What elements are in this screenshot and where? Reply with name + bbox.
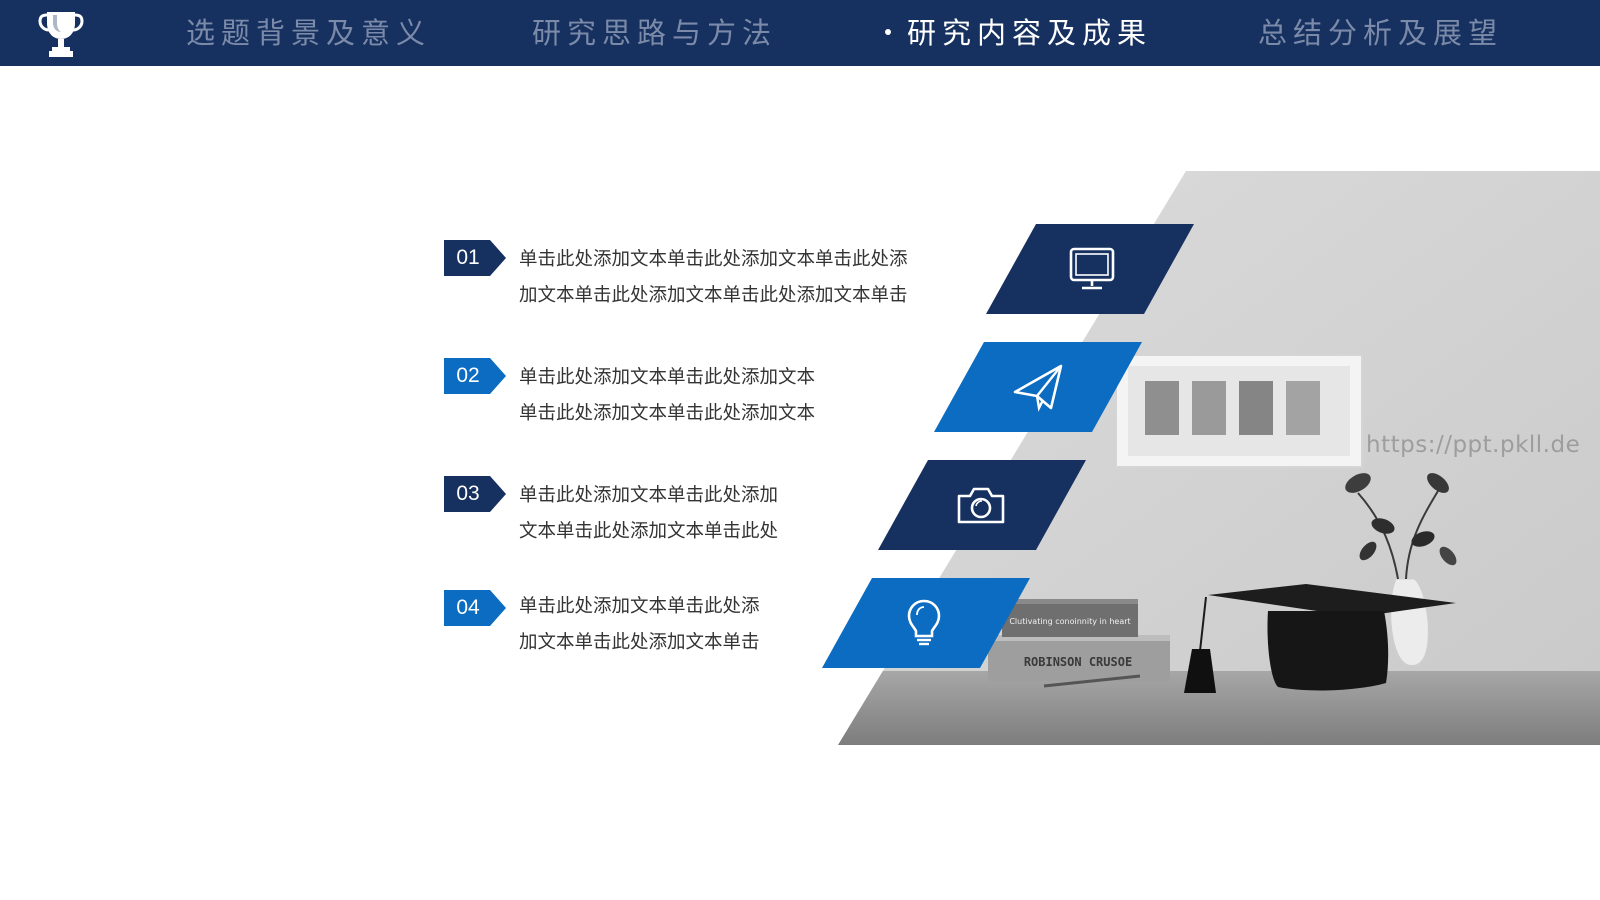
tag-arrow-shape (444, 590, 506, 626)
list-item-text: 单击此处添加文本单击此处添加文本 单击此处添加文本单击此处添加文本 (519, 360, 815, 432)
monitor-icon (1069, 247, 1115, 290)
nav-tab-summary[interactable]: 总结分析及展望 (1258, 15, 1503, 51)
tag-arrow-shape (444, 476, 506, 512)
text-line: 单击此处添加文本单击此处添 (519, 596, 760, 617)
book-top-title: Clutivating conoinnity in heart (1009, 617, 1130, 626)
nav-tab-background[interactable]: 选题背景及意义 (186, 15, 431, 51)
list-number-tag: 04 (444, 590, 506, 626)
nav-tab-label: 选题背景及意义 (186, 16, 432, 50)
active-indicator-dot (885, 29, 891, 35)
books: Clutivating conoinnity in heart ROBINSON… (988, 599, 1170, 688)
paper-plane-icon (1013, 364, 1063, 412)
tile-monitor[interactable] (986, 224, 1196, 314)
list-number-tag: 02 (444, 358, 506, 394)
tile-camera[interactable] (878, 460, 1088, 550)
tag-arrow-shape (444, 358, 506, 394)
list-number-tag: 03 (444, 476, 506, 512)
lightbulb-icon (907, 599, 941, 646)
nav-tab-content[interactable]: 研究内容及成果 (885, 15, 1152, 51)
camera-icon (957, 487, 1005, 524)
list-number: 01 (456, 246, 480, 269)
list-number: 04 (456, 596, 480, 619)
nav-tab-label: 研究内容及成果 (907, 16, 1153, 50)
list-number-tag: 01 (444, 240, 506, 276)
watermark-text: https://ppt.pkll.de (1366, 432, 1581, 458)
nav-tab-label: 总结分析及展望 (1258, 16, 1504, 50)
picture-frame (1115, 354, 1363, 468)
text-line: 单击此处添加文本单击此处添加文本 (519, 367, 816, 388)
text-line: 单击此处添加文本单击此处添加 (519, 485, 779, 506)
list-item-text: 单击此处添加文本单击此处添加 文本单击此处添加文本单击此处 (519, 478, 778, 550)
graduation-cap (1184, 584, 1456, 693)
tile-paper-plane[interactable] (934, 342, 1144, 432)
text-line: 加文本单击此处添加文本单击此处添加文本单击 (519, 285, 908, 306)
text-line: 加文本单击此处添加文本单击 (519, 632, 760, 653)
book-bottom-title: ROBINSON CRUSOE (1024, 655, 1132, 669)
text-line: 单击此处添加文本单击此处添加文本 (519, 403, 816, 424)
tile-lightbulb[interactable] (822, 578, 1032, 668)
trophy-icon (38, 12, 84, 57)
list-number: 03 (456, 482, 480, 505)
list-number: 02 (456, 364, 480, 387)
text-line: 文本单击此处添加文本单击此处 (519, 521, 779, 542)
list-item-text: 单击此处添加文本单击此处添加文本单击此处添 加文本单击此处添加文本单击此处添加文… (519, 242, 908, 314)
top-nav-bar: 选题背景及意义 研究思路与方法 研究内容及成果 总结分析及展望 (0, 0, 1600, 66)
nav-tab-method[interactable]: 研究思路与方法 (532, 15, 777, 51)
list-item-text: 单击此处添加文本单击此处添 加文本单击此处添加文本单击 (519, 589, 760, 661)
nav-tab-label: 研究思路与方法 (532, 16, 778, 50)
text-line: 单击此处添加文本单击此处添加文本单击此处添 (519, 249, 908, 270)
tag-arrow-shape (444, 240, 506, 276)
